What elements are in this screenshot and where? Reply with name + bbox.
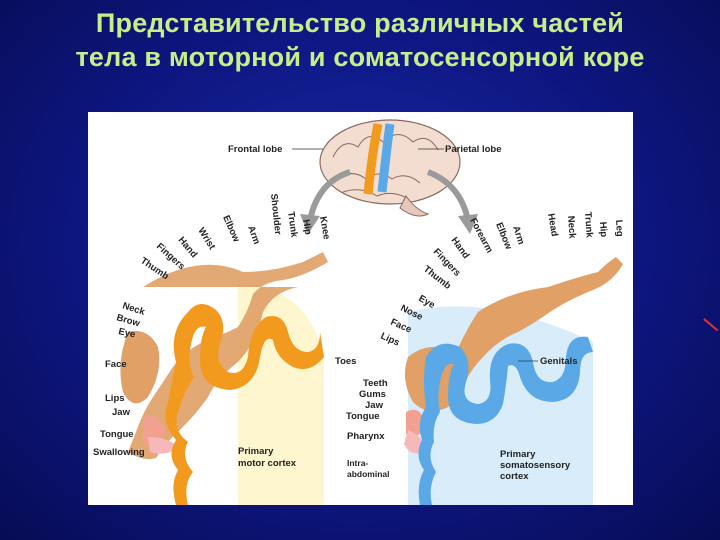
sensory-label-head: Head [545,213,560,238]
homunculus-diagram: Frontal lobe Parietal lobe Knee Hip Trun… [88,112,633,505]
sensory-label-gums: Gums [359,389,386,400]
arrow-to-motor [307,169,351,221]
sensory-label-pharynx: Pharynx [347,431,385,442]
sensory-label-hip: Hip [597,221,609,237]
motor-homunculus-face [120,331,160,404]
motor-label-jaw: Jaw [112,407,131,418]
sensory-label-tongue: Tongue [346,411,380,422]
brain-motor-strip [363,123,383,195]
brain-sensory-strip [377,123,395,193]
motor-label-face: Face [105,359,127,370]
sensory-homunculus-tongue [404,430,424,454]
primary-somatosensory-cortex-gyri [418,336,593,505]
arrow-to-sensory [426,169,471,221]
brain-icon [319,119,461,217]
motor-label-trunk: Trunk [285,211,300,239]
sensory-cortex-label-line-3: cortex [500,471,529,482]
motor-label-knee: Knee [317,216,332,241]
motor-label-swallowing: Swallowing [93,447,145,458]
motor-cortex-label-line-2: motor cortex [238,458,297,469]
motor-homunculus-tongue [148,437,178,454]
sensory-homunculus-body [443,257,623,397]
sensory-label-intra: Intra- [347,458,368,468]
frontal-lobe-label: Frontal lobe [228,144,282,155]
slide-title: Представительство различных частей тела … [0,6,720,74]
motor-label-tongue: Tongue [100,429,134,440]
sensory-label-leg: Leg [613,219,625,237]
slide-title-line-1: Представительство различных частей [95,8,625,38]
motor-label-toes: Toes [335,356,356,367]
sensory-label-trunk: Trunk [582,211,595,238]
sensory-cortex-label-line-1: Primary [500,449,536,460]
motor-label-lips: Lips [105,393,125,404]
sensory-label-neck: Neck [565,215,578,239]
cortex-homunculus-figure: Frontal lobe Parietal lobe Knee Hip Trun… [88,112,633,505]
sensory-label-abdominal: abdominal [347,469,390,479]
sensory-label-jaw: Jaw [365,400,384,411]
decorative-red-line [703,318,719,331]
sensory-label-genitals: Genitals [540,356,578,367]
motor-label-shoulder: Shoulder [268,193,283,235]
motor-label-eye: Eye [117,326,136,340]
parietal-lobe-label: Parietal lobe [445,144,502,155]
motor-cortex-label-line-1: Primary [238,446,274,457]
sensory-cortex-label-line-2: somatosensory [500,460,571,471]
primary-motor-cortex-gyri [165,303,324,505]
sensory-label-teeth: Teeth [363,378,388,389]
slide-title-line-2: тела в моторной и соматосенсорной коре [75,42,645,72]
motor-label-hip: Hip [300,219,314,236]
